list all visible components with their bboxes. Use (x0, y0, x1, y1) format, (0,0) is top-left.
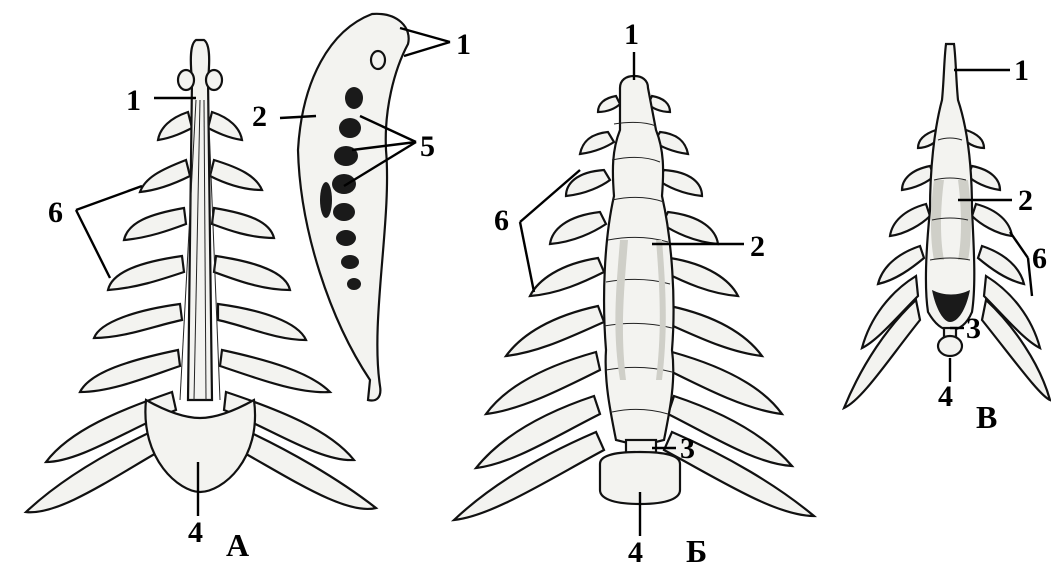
figure-a-labels: 1 1 2 5 6 4 А (48, 28, 471, 563)
label-a-4: 4 (188, 516, 203, 549)
figure-a-knob-left (178, 70, 194, 90)
label-c-4: 4 (938, 380, 953, 413)
figure-b-letter: Б (686, 533, 707, 568)
figure-a-letter: А (226, 527, 249, 563)
label-a-2: 2 (252, 100, 267, 133)
label-b-3: 3 (680, 432, 695, 465)
figure-c-xiphoid (938, 336, 962, 356)
figure-a-side-view (298, 14, 409, 401)
figure-a-keel (188, 40, 212, 400)
label-c-3: 3 (966, 312, 981, 345)
figure-a-side-foramen (371, 51, 385, 69)
label-a-6: 6 (48, 196, 63, 229)
figure-b-ribs-left (454, 96, 620, 520)
figure-c (844, 44, 1050, 408)
label-c-1: 1 (1014, 54, 1029, 87)
label-a-1-front: 1 (126, 84, 141, 117)
label-a-1-side: 1 (456, 28, 471, 61)
figure-a-side-body (298, 14, 409, 401)
label-b-2: 2 (750, 230, 765, 263)
label-a-5: 5 (420, 130, 435, 163)
figure-b (454, 76, 814, 520)
label-b-4: 4 (628, 536, 643, 568)
figure-a-disc (145, 400, 255, 492)
figure-a-knob-right (206, 70, 222, 90)
label-b-6: 6 (494, 204, 509, 237)
label-b-1: 1 (624, 18, 639, 51)
label-c-6: 6 (1032, 242, 1047, 275)
label-c-2: 2 (1018, 184, 1033, 217)
figure-c-letter: В (976, 399, 997, 435)
